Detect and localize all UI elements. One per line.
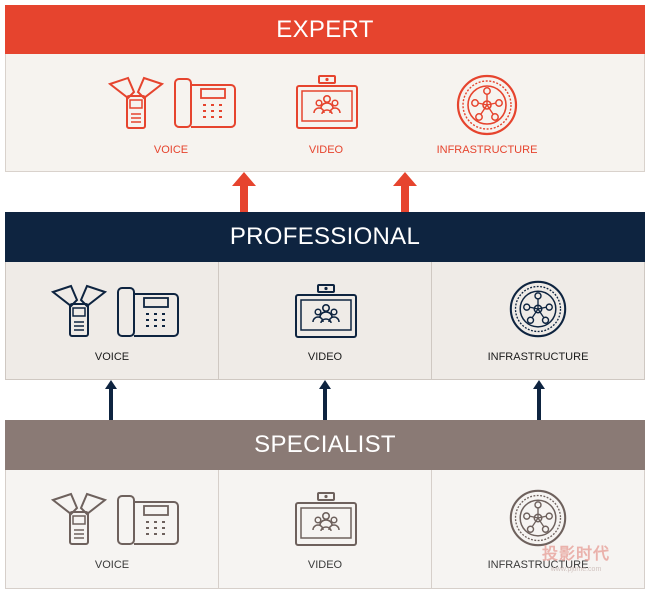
specialist-infrastructure-cell: INFRASTRUCTURE 投影时代 www.pjtime.com	[432, 470, 644, 588]
expert-voice-label: VOICE	[153, 144, 189, 156]
desk-phone-icon	[116, 286, 180, 338]
desk-phone-icon	[116, 494, 180, 546]
expert-title: EXPERT	[276, 15, 374, 43]
specialist-video-label: VIDEO	[307, 559, 343, 571]
conference-phone-icon	[49, 282, 109, 342]
up-arrow-icon	[319, 380, 331, 420]
video-screen-icon	[294, 491, 358, 547]
up-arrow-icon	[232, 172, 256, 212]
professional-body: VOICE VIDEO INFRASTRUCTURE	[5, 262, 645, 380]
professional-infrastructure-label: INFRASTRUCTURE	[487, 351, 589, 363]
expert-header: EXPERT	[5, 5, 645, 54]
conference-phone-icon	[49, 490, 109, 550]
watermark-text: 投影时代	[542, 544, 611, 563]
watermark-sub: www.pjtime.com	[550, 566, 602, 573]
professional-title: PROFESSIONAL	[229, 223, 421, 250]
desk-phone-icon	[173, 77, 237, 129]
infrastructure-gear-icon	[508, 279, 568, 339]
specialist-voice-cell: VOICE	[6, 470, 219, 588]
up-arrow-icon	[105, 380, 117, 420]
up-arrow-icon	[393, 172, 417, 212]
expert-body: VOICE VIDEO INFRASTRUCTURE	[5, 54, 645, 172]
video-screen-icon	[294, 283, 358, 339]
specialist-body: VOICE VIDEO INFRASTRUCTURE 投影时代 www.pjti…	[5, 470, 645, 589]
specialist-video-cell: VIDEO	[219, 470, 432, 588]
professional-voice-label: VOICE	[94, 351, 130, 363]
professional-infrastructure-cell: INFRASTRUCTURE	[432, 262, 644, 379]
infrastructure-gear-icon	[508, 488, 568, 548]
specialist-voice-label: VOICE	[94, 559, 130, 571]
conference-phone-icon	[106, 74, 166, 134]
professional-header: PROFESSIONAL	[5, 212, 645, 262]
professional-voice-cell: VOICE	[6, 262, 219, 379]
specialist-header: SPECIALIST	[5, 420, 645, 470]
expert-voice-cell: VOICE	[6, 54, 644, 171]
specialist-title: SPECIALIST	[254, 431, 396, 458]
professional-video-label: VIDEO	[307, 351, 343, 363]
specialist-infrastructure-label: INFRASTRUCTURE	[487, 559, 589, 571]
professional-video-cell: VIDEO	[219, 262, 432, 379]
up-arrow-icon	[533, 380, 545, 420]
watermark: 投影时代 www.pjtime.com	[542, 540, 610, 573]
